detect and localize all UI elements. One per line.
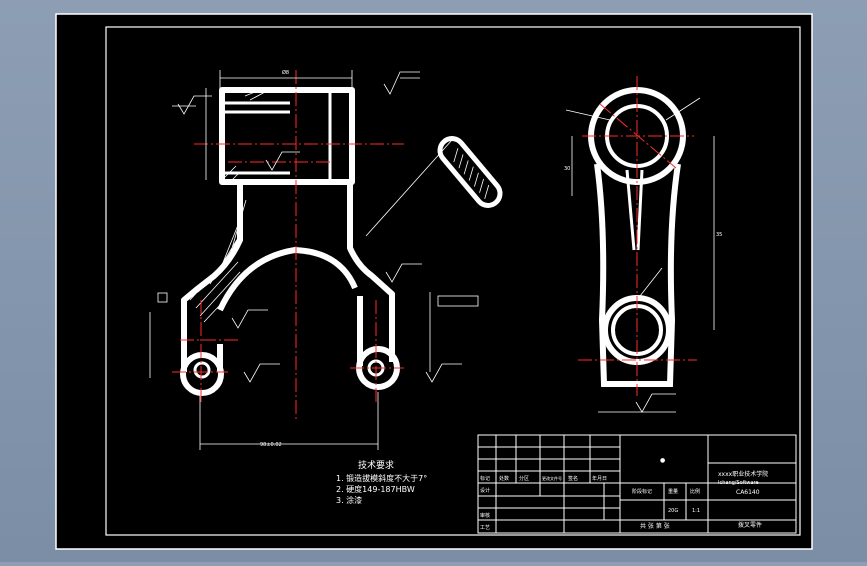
col-label-change: 更改文件号 <box>542 475 562 481</box>
col-label-date: 年月日 <box>592 475 607 482</box>
centerlines-right <box>578 76 697 396</box>
centerlines-left <box>172 70 404 420</box>
drawing-number: ● <box>660 457 665 464</box>
dimensions-left <box>149 70 453 450</box>
dim-left-height: 30 <box>564 166 570 172</box>
stage-label: 阶段标记 <box>632 488 652 495</box>
dimensions-right <box>565 97 715 413</box>
dim-top-width: Ø8 <box>282 69 289 76</box>
scale-label: 比例 <box>690 488 700 495</box>
sheet-label: 共 张 第 张 <box>640 522 670 530</box>
section-hatch <box>189 89 266 323</box>
section-view-a <box>437 136 503 208</box>
dim-overall-width: 98±0.02 <box>260 442 282 448</box>
col-label-count: 处数 <box>499 475 509 482</box>
tech-req-item-1: 1. 锻造拔模斜度不大于7° <box>336 473 427 483</box>
roughness-symbols <box>177 71 676 413</box>
dim-right-height: 35 <box>716 232 722 238</box>
weight-value: 20G <box>668 508 678 514</box>
inner-frame <box>105 26 801 536</box>
col-label-zone: 分区 <box>519 475 529 482</box>
row-label-design: 设计 <box>480 487 490 494</box>
row-label-review: 审核 <box>480 512 490 519</box>
tech-req-heading: 技术要求 <box>358 459 394 471</box>
school-line-1: xxxx职业技术学院 <box>718 470 768 478</box>
scale-value: 1:1 <box>692 508 700 514</box>
material: 拨叉零件 <box>738 521 762 529</box>
school-line-2: Ichang/Software <box>718 480 759 486</box>
weight-label: 重量 <box>668 488 678 495</box>
tech-req-item-3: 3. 涂漆 <box>336 495 362 505</box>
drawing-sheet <box>55 13 813 550</box>
part-name: CA6140 <box>736 489 760 496</box>
row-label-mark: 标记 <box>480 475 490 482</box>
datum-boxes <box>157 292 479 307</box>
col-label-sign: 签名 <box>568 475 578 482</box>
title-block <box>477 434 797 534</box>
row-label-process: 工艺 <box>480 525 490 531</box>
tech-req-item-2: 2. 硬度149-187HBW <box>336 484 415 494</box>
